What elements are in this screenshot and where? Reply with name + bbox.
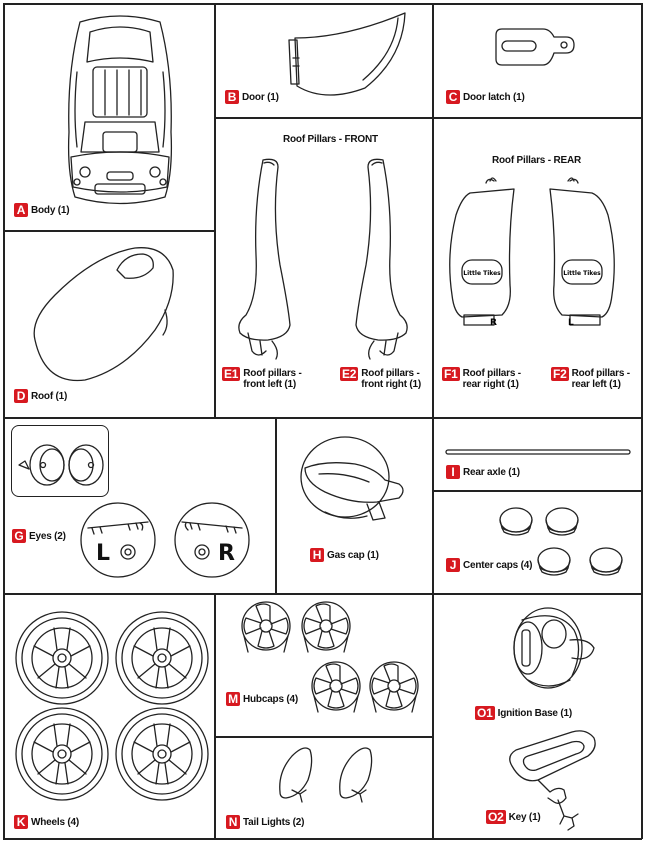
rear-axle-illustration bbox=[445, 449, 631, 455]
part-name: Body (1) bbox=[31, 205, 70, 216]
part-label-k: K Wheels (4) bbox=[14, 815, 79, 829]
part-letter-badge: B bbox=[225, 90, 239, 104]
part-label-e2: E2 Roof pillars - front right (1) bbox=[340, 367, 421, 390]
rear-right-pillar-illustration: Little Tikes R bbox=[449, 177, 515, 328]
part-letter-badge: H bbox=[310, 548, 324, 562]
part-name: Roof (1) bbox=[31, 391, 68, 402]
eye-right-mark: R bbox=[218, 541, 235, 566]
eye-left-illustration: L bbox=[80, 502, 156, 578]
ignition-base-illustration bbox=[513, 607, 595, 689]
part-name-line2: rear left (1) bbox=[571, 379, 621, 390]
divider bbox=[214, 736, 432, 738]
front-pillars-heading: Roof Pillars - FRONT bbox=[283, 134, 378, 145]
divider bbox=[432, 3, 434, 418]
key-illustration bbox=[509, 730, 596, 831]
part-letter-badge: G bbox=[12, 529, 26, 543]
eye-left-mark: L bbox=[96, 541, 110, 566]
frame-bottom bbox=[3, 838, 642, 840]
hubcaps-illustration bbox=[241, 601, 419, 713]
part-letter-badge: O2 bbox=[486, 810, 506, 824]
part-name: Wheels (4) bbox=[31, 817, 80, 828]
part-letter-badge: E1 bbox=[222, 367, 241, 381]
center-caps-illustration bbox=[499, 507, 623, 576]
svg-text:L: L bbox=[568, 318, 574, 328]
frame-right bbox=[641, 3, 643, 839]
rear-pillars-heading: Roof Pillars - REAR bbox=[492, 155, 581, 166]
part-name-line1: Roof pillars - bbox=[571, 368, 631, 379]
part-label-h: H Gas cap (1) bbox=[310, 548, 379, 562]
part-label-n: N Tail Lights (2) bbox=[226, 815, 304, 829]
gas-cap-illustration bbox=[300, 436, 404, 521]
part-letter-badge: E2 bbox=[340, 367, 359, 381]
part-letter-badge: J bbox=[446, 558, 460, 572]
part-label-a: A Body (1) bbox=[14, 203, 70, 217]
divider bbox=[432, 593, 434, 839]
door-latch-illustration bbox=[495, 28, 575, 66]
rear-left-pillar-illustration: Little Tikes L bbox=[549, 177, 615, 328]
part-label-f1: F1 Roof pillars - rear right (1) bbox=[442, 367, 521, 390]
part-label-o2: O2 Key (1) bbox=[486, 810, 541, 824]
part-name: Door (1) bbox=[242, 92, 279, 103]
part-letter-badge: O1 bbox=[475, 706, 495, 720]
part-name: Key (1) bbox=[508, 812, 541, 823]
part-label-i: I Rear axle (1) bbox=[446, 465, 520, 479]
part-letter-badge: C bbox=[446, 90, 460, 104]
wheels-illustration bbox=[15, 611, 209, 801]
svg-text:R: R bbox=[490, 318, 497, 328]
part-label-o1: O1 Ignition Base (1) bbox=[475, 706, 572, 720]
part-label-m: M Hubcaps (4) bbox=[226, 692, 298, 706]
front-left-pillar-illustration bbox=[238, 158, 291, 360]
part-letter-badge: I bbox=[446, 465, 460, 479]
part-name: Tail Lights (2) bbox=[243, 817, 305, 828]
eyes-inset-box bbox=[11, 425, 109, 497]
eyes-pair-illustration bbox=[18, 444, 104, 486]
frame-top bbox=[3, 3, 642, 5]
door-illustration bbox=[288, 12, 406, 96]
part-name: Ignition Base (1) bbox=[497, 708, 573, 719]
part-label-j: J Center caps (4) bbox=[446, 558, 532, 572]
divider bbox=[3, 230, 214, 232]
divider bbox=[3, 417, 642, 419]
part-label-c: C Door latch (1) bbox=[446, 90, 525, 104]
divider bbox=[214, 117, 642, 119]
part-name: Door latch (1) bbox=[463, 92, 525, 103]
roof-illustration bbox=[33, 247, 174, 382]
part-letter-badge: N bbox=[226, 815, 240, 829]
divider bbox=[275, 417, 277, 594]
part-label-g: G Eyes (2) bbox=[12, 529, 66, 543]
part-name-line1: Roof pillars - bbox=[462, 368, 522, 379]
divider bbox=[214, 3, 216, 418]
divider bbox=[432, 490, 642, 492]
part-name: Eyes (2) bbox=[29, 531, 66, 542]
part-label-b: B Door (1) bbox=[225, 90, 279, 104]
part-name-line1: Roof pillars - bbox=[243, 368, 302, 379]
tail-lights-illustration bbox=[279, 747, 373, 803]
part-label-e1: E1 Roof pillars - front left (1) bbox=[222, 367, 302, 390]
part-name: Gas cap (1) bbox=[327, 550, 379, 561]
logo-mark: Little Tikes bbox=[463, 270, 501, 277]
part-letter-badge: K bbox=[14, 815, 28, 829]
part-letter-badge: D bbox=[14, 389, 28, 403]
part-letter-badge: M bbox=[226, 692, 240, 706]
part-letter-badge: A bbox=[14, 203, 28, 217]
part-name-line2: front right (1) bbox=[361, 379, 422, 390]
part-name: Center caps (4) bbox=[463, 560, 533, 571]
frame-left bbox=[3, 3, 5, 839]
part-name: Rear axle (1) bbox=[463, 467, 520, 478]
divider bbox=[214, 593, 216, 839]
part-letter-badge: F1 bbox=[442, 367, 460, 381]
part-name-line1: Roof pillars - bbox=[361, 368, 420, 379]
front-right-pillar-illustration bbox=[355, 158, 408, 360]
part-letter-badge: F2 bbox=[551, 367, 569, 381]
part-label-f2: F2 Roof pillars - rear left (1) bbox=[551, 367, 630, 390]
divider bbox=[432, 417, 434, 594]
part-name: Hubcaps (4) bbox=[243, 694, 299, 705]
part-label-d: D Roof (1) bbox=[14, 389, 67, 403]
logo-mark: Little Tikes bbox=[563, 270, 601, 277]
body-illustration bbox=[67, 15, 173, 205]
divider bbox=[3, 593, 642, 595]
eye-right-illustration: R bbox=[174, 502, 250, 578]
part-name-line2: front left (1) bbox=[243, 379, 297, 390]
part-name-line2: rear right (1) bbox=[462, 379, 519, 390]
